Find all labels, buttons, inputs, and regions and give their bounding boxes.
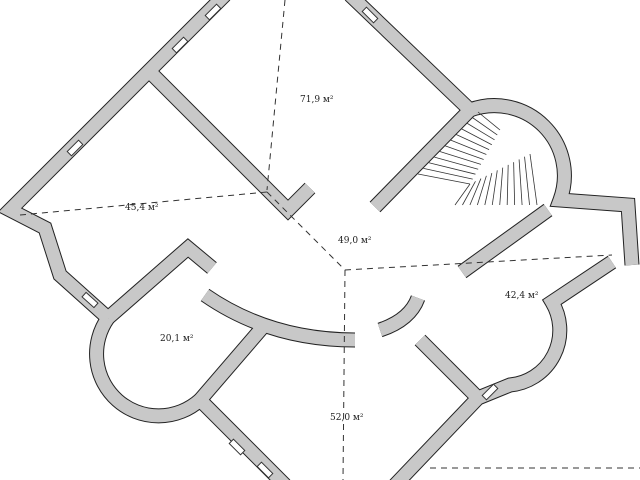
room-area-label: 49,0 м² [338,236,372,246]
stair-tread [466,122,495,141]
stair-tread [477,111,501,131]
windows [66,3,499,479]
stair-tread [439,151,482,165]
stair-tread [476,175,487,206]
stair-tread [417,173,471,185]
stair-tread [450,139,487,155]
stair-tread [484,173,493,206]
staircase [417,111,538,206]
room-area-label: 45,4 м² [125,203,159,213]
stair-tread [456,134,490,150]
stair-tread [423,167,473,180]
room-area-label: 52,0 м² [330,413,364,423]
stair-tread [491,170,498,206]
stair-tread [469,178,482,206]
stair-tread [461,128,493,146]
stair-tread [462,181,476,206]
room-area-label: 71,9 м² [300,95,334,105]
room-area-label: 20,1 м² [160,334,194,344]
stair-tread [529,153,538,206]
room-dividers [19,0,640,480]
stair-tread [445,145,484,160]
stair-tread [472,117,498,136]
stair-tread [518,159,523,206]
stair-tread [524,156,530,206]
stair-tread [513,162,516,206]
stair-tread [454,183,471,206]
stair-tread [428,162,476,175]
stair-tread [434,156,479,170]
stair-tread [499,167,504,206]
stair-tread [506,164,509,206]
room-area-label: 42,4 м² [505,291,539,301]
